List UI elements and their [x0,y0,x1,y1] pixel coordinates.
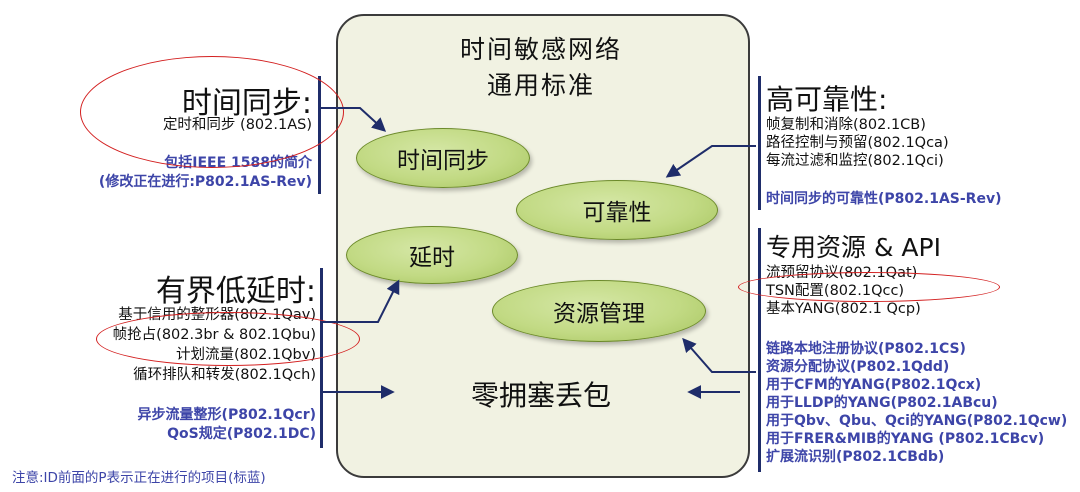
ellipse-time-sync-label: 时间同步 [397,148,489,174]
left-bottom-blue-1: 异步流量整形(P802.1Qcr) [137,407,316,423]
ellipse-reliability: 可靠性 [516,180,718,240]
right-bottom-blue-3: 用于CFM的YANG(P802.1Qcx) [766,377,982,393]
highlight-tsn-config [738,272,1000,302]
right-bottom-blue-2: 资源分配协议(P802.1Qdd) [766,359,950,375]
right-bottom-blue-7: 扩展流识别(P802.1CBdb) [766,449,945,465]
right-top-item-2: 路径控制与预留(802.1Qca) [766,135,949,151]
right-bottom-item-3: 基本YANG(802.1 Qcp) [766,301,921,317]
left-bottom-heading: 有界低延时: [155,274,316,309]
right-top-blue: 时间同步的可靠性(P802.1AS-Rev) [766,191,1002,207]
arrow-reliability [665,145,756,178]
right-bottom-heading: 专用资源 & API [766,233,941,262]
ellipse-resource-mgmt: 资源管理 [492,280,706,342]
right-top-item-3: 每流过滤和监控(802.1Qci) [766,153,944,169]
highlight-frame-preemption [96,312,360,366]
right-bottom-blue-6: 用于FRER&MIB的YANG (P802.1CBcv) [766,431,1045,447]
left-top-blue-2: (修改正在进行:P802.1AS-Rev) [98,174,312,190]
right-top-heading: 高可靠性: [766,83,888,116]
left-bottom-item-4: 循环排队和转发(802.1Qch) [133,367,316,383]
right-top-item-1: 帧复制和消除(802.1CB) [766,117,926,133]
zero-congestion-label: 零拥塞丢包 [470,379,611,412]
arrow-time-sync [320,107,387,132]
arrow-latency [322,279,400,323]
footnote: 注意:ID前面的P表示正在进行的项目(标蓝) [12,470,266,486]
right-top-divider [758,76,761,210]
ellipse-latency: 延时 [346,226,518,284]
ellipse-time-sync: 时间同步 [356,128,530,188]
arrow-resource-mgmt [682,337,756,373]
right-bottom-blue-4: 用于LLDP的YANG(P802.1ABcu) [766,395,998,411]
right-bottom-blue-5: 用于Qbv、Qbu、Qci的YANG(P802.1Qcw) [766,413,1068,429]
ellipse-latency-label: 延时 [409,245,455,271]
center-title-line2: 通用标准 [486,71,595,100]
right-bottom-divider [758,228,761,472]
ellipse-reliability-label: 可靠性 [582,200,652,226]
ellipse-resource-mgmt-label: 资源管理 [553,301,645,327]
highlight-time-sync [80,56,344,168]
right-bottom-blue-1: 链路本地注册协议(P802.1CS) [766,341,966,357]
center-title-line1: 时间敏感网络 [459,35,622,64]
left-bottom-blue-2: QoS规定(P802.1DC) [167,426,316,442]
